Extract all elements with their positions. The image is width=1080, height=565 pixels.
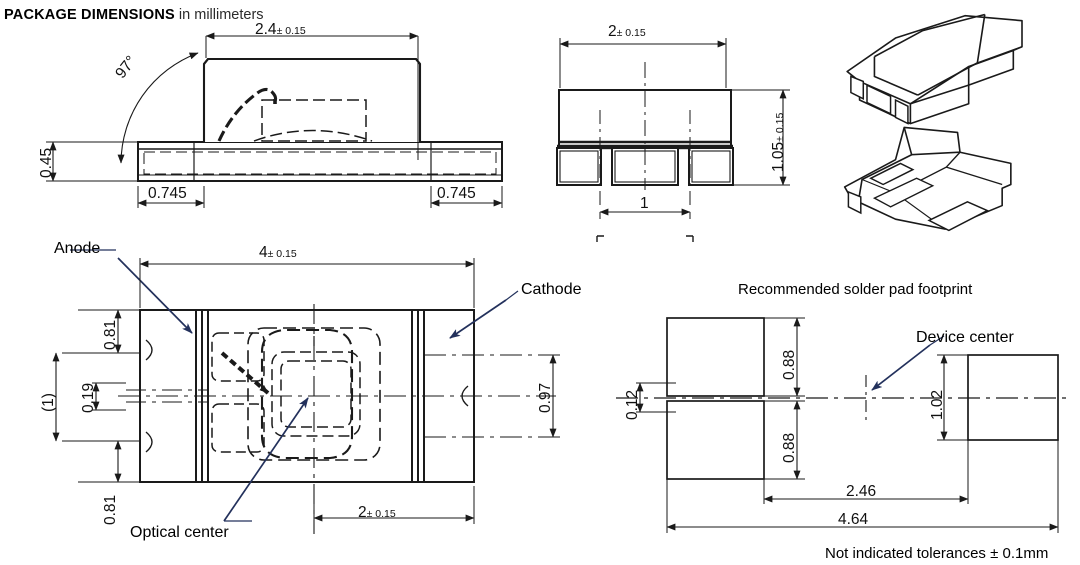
side-dim-angle [117,52,199,164]
plan-dim-pad-top-text: 0.81 [102,319,119,350]
footprint-dim-pad-bottom-text: 0.88 [781,432,798,463]
plan-label-optical-center: Optical center [130,524,229,541]
side-dim-right-foot-text: 0.745 [437,185,476,202]
end-dim-height [731,89,790,186]
side-dim-left-foot [137,186,205,208]
side-dim-height-text: 0.45 [38,147,55,178]
page-title-rest: in millimeters [174,7,264,23]
plan-dim-right-height-text: 0.97 [537,382,554,413]
end-dim-width [559,38,727,88]
plan-dim-overall-text: (1) [40,393,57,412]
footprint-dim-gap-text: 0.12 [624,389,641,420]
side-dim-top-width [205,32,419,160]
footprint-label-device-center: Device center [916,329,1014,346]
plan-dim-length [139,258,475,308]
side-dim-top-width-text: 2.4± 0.15 [255,21,306,38]
footprint-dim-outer-span-text: 4.64 [838,511,869,528]
footprint-heading: Recommended solder pad footprint [738,281,973,298]
plan-dim-body-text: 2± 0.15 [358,504,396,521]
end-dim-width-text: 2± 0.15 [608,23,646,40]
side-view-geometry [137,57,503,182]
page-title: PACKAGE DIMENSIONS in millimeters [4,6,264,24]
footprint-dim-right-pad-height-text: 1.02 [929,389,946,420]
plan-label-cathode: Cathode [521,281,582,298]
side-dim-right-foot [430,186,503,208]
end-dim-inner-text: 1 [640,195,649,212]
end-view-geometry [556,62,734,210]
footprint-dim-inner-span-text: 2.46 [846,483,877,500]
plan-dim-body [313,486,475,524]
plan-dim-length-text: 4± 0.15 [259,244,297,261]
page-title-bold: PACKAGE DIMENSIONS [4,7,175,23]
side-dim-height [46,141,140,182]
isometric-view-bottom [843,126,1012,232]
plan-dim-gap-text: 0.19 [80,382,97,413]
plan-view-geometry [70,249,560,534]
end-dim-height-text: 1.05± 0.15 [770,112,787,172]
end-dim-inner [596,208,694,242]
footprint-geometry [616,317,1072,533]
isometric-view-top [846,13,1023,125]
footprint-dim-pad-top-text: 0.88 [781,349,798,380]
footprint-tolerance-note: Not indicated tolerances ± 0.1mm [825,545,1049,562]
plan-label-anode: Anode [54,240,101,257]
plan-dim-vertical-stack [52,309,140,483]
plan-dim-pad-bottom-text: 0.81 [102,494,119,525]
side-dim-left-foot-text: 0.745 [148,185,187,202]
